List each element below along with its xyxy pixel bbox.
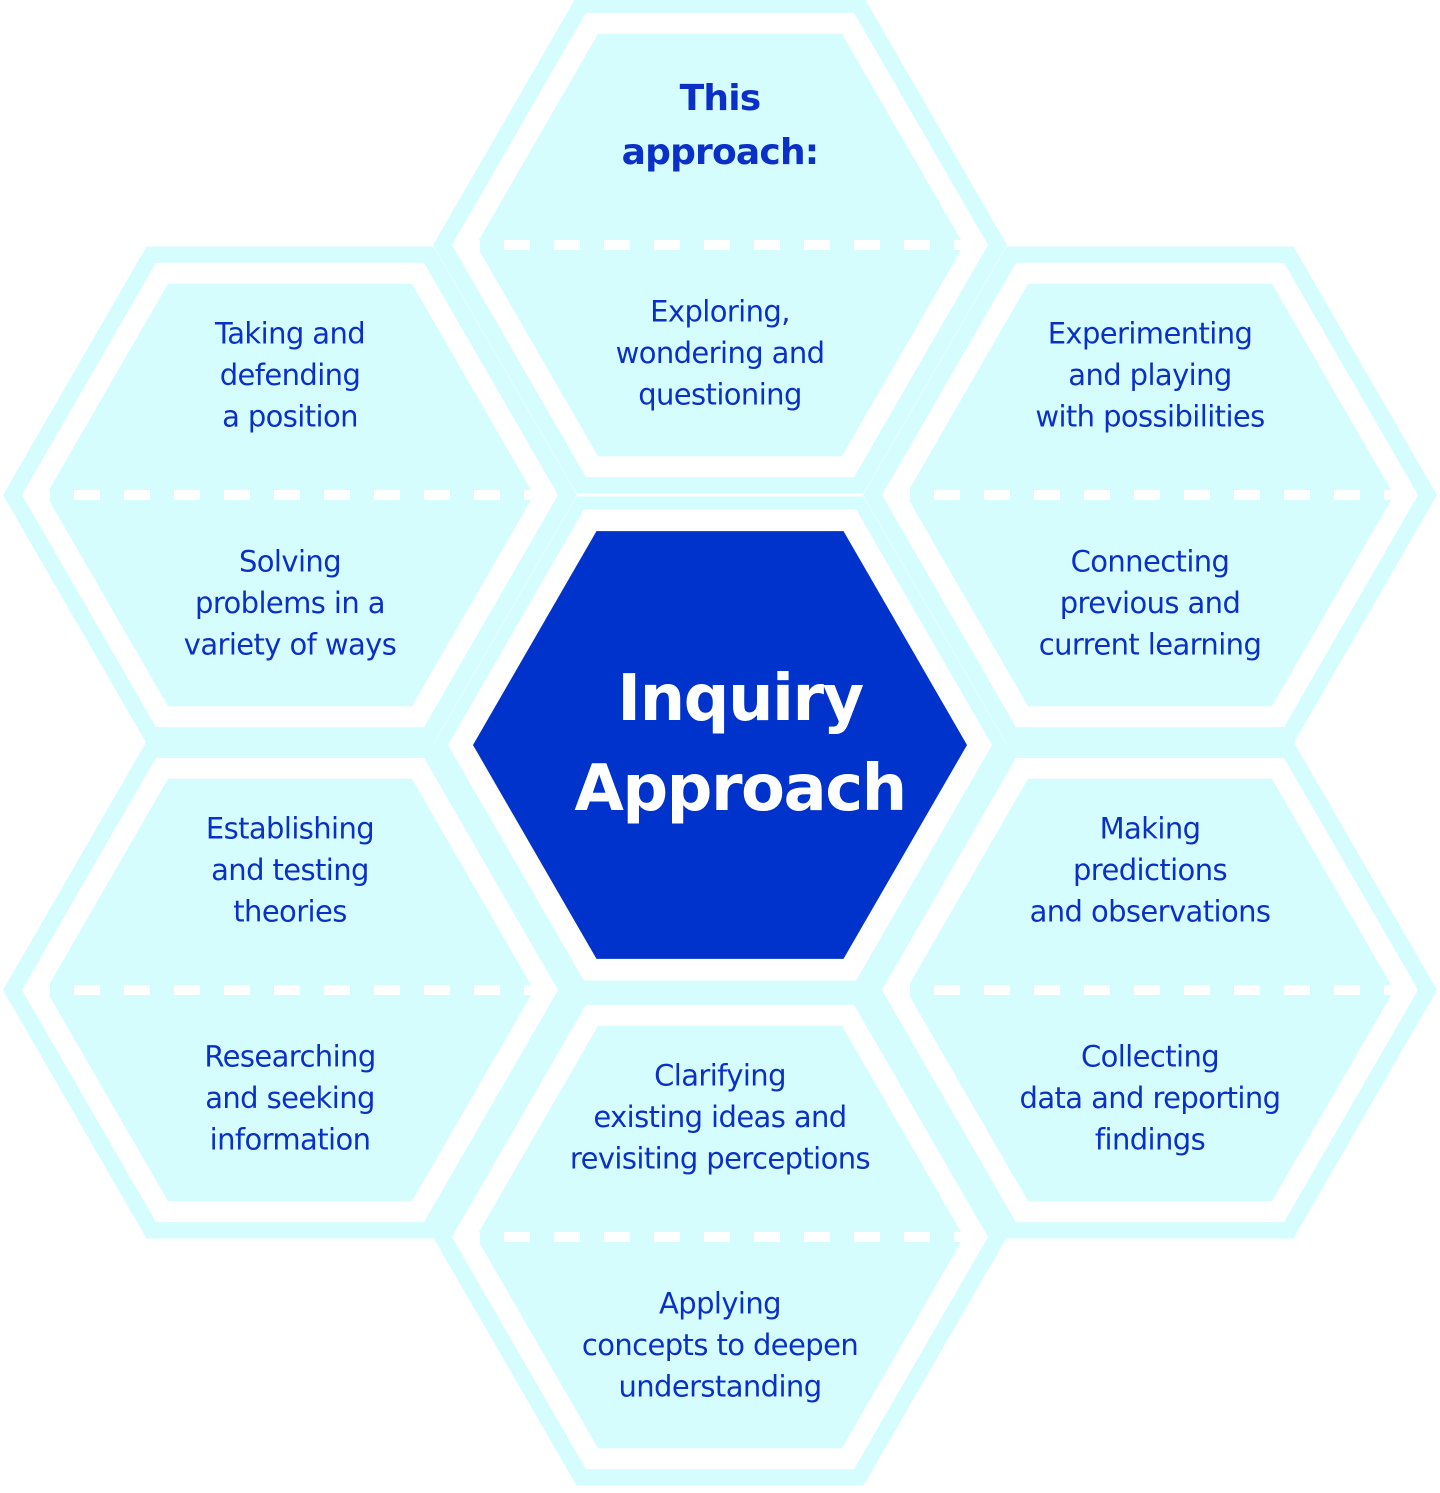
hex-lower-right-top-line-3: and observations (1030, 895, 1271, 929)
center-title-line-2: Approach (574, 752, 905, 826)
hex-cluster-upper-right: Experimenting and playing with possibiliti… (863, 246, 1437, 744)
hex-cluster-lower-right: Making predictions and observationsCollect… (863, 741, 1437, 1239)
hex-upper-left-top-line-3: a position (222, 400, 358, 434)
hex-bottom-top-line-1: Clarifying (654, 1059, 786, 1093)
center-hexagon (473, 531, 967, 959)
hex-lower-left-top-line-2: and testing (211, 853, 369, 887)
hex-lower-right-bottom-line-2: data and reporting (1020, 1081, 1281, 1115)
center-hexagon-group: Inquiry Approach (433, 496, 1007, 994)
hex-top-bottom-line-2: wondering and (616, 336, 825, 370)
hex-lower-right-bottom-line-3: findings (1095, 1123, 1205, 1157)
hex-top-top-line-2: approach: (622, 132, 819, 173)
hex-top-bottom-line-3: questioning (638, 378, 802, 412)
hex-upper-right-bottom-line-1: Connecting (1071, 545, 1230, 579)
hex-upper-right-bottom-line-2: previous and (1060, 586, 1241, 620)
hex-upper-right-top-line-3: with possibilities (1035, 400, 1264, 434)
clusters-layer: This approach: Exploring, wondering and ques… (3, 0, 1437, 1486)
hex-upper-left-top-line-1: Taking and (214, 317, 365, 351)
hex-bottom-top-line-2: existing ideas and (593, 1100, 846, 1134)
hex-lower-left-bottom-line-3: information (210, 1123, 371, 1157)
hex-lower-right-top-line-1: Making (1100, 812, 1201, 846)
hex-bottom-top-line-3: revisiting perceptions (570, 1142, 870, 1176)
hex-lower-left-bottom-line-1: Researching (204, 1040, 375, 1074)
hex-upper-left-bottom-line-1: Solving (239, 545, 341, 579)
hex-bottom-bottom-line-1: Applying (659, 1287, 781, 1321)
hex-lower-left-top-line-1: Establishing (206, 812, 374, 846)
hex-lower-right-bottom-line-1: Collecting (1081, 1040, 1219, 1074)
hex-bottom-bottom-line-3: understanding (618, 1370, 821, 1404)
hex-upper-left-bottom-line-3: variety of ways (184, 628, 396, 662)
hex-cluster-lower-left: Establishing and testing theoriesResearchi… (3, 741, 577, 1239)
hex-upper-right-top-line-1: Experimenting (1048, 317, 1253, 351)
hex-cluster-top: This approach: Exploring, wondering and ques… (433, 0, 1007, 494)
hex-lower-left-top-line-3: theories (233, 895, 346, 929)
hex-top-top-line-1: This (680, 78, 761, 119)
hex-cluster-bottom: Clarifying existing ideas and revisiting p… (433, 988, 1007, 1486)
hex-lower-right-top-line-2: predictions (1073, 853, 1227, 887)
hex-upper-right-top-line-2: and playing (1068, 358, 1231, 392)
hex-upper-left-top-line-2: defending (220, 358, 361, 392)
hex-bottom-bottom-line-2: concepts to deepen (582, 1328, 858, 1362)
center-title-line-1: Inquiry (617, 662, 863, 736)
hex-lower-left-bottom-line-2: and seeking (205, 1081, 375, 1115)
hex-upper-left-bottom-line-2: problems in a (195, 586, 385, 620)
hex-upper-right-bottom-line-3: current learning (1039, 628, 1262, 662)
hex-top-bottom-line-1: Exploring, (650, 295, 790, 329)
